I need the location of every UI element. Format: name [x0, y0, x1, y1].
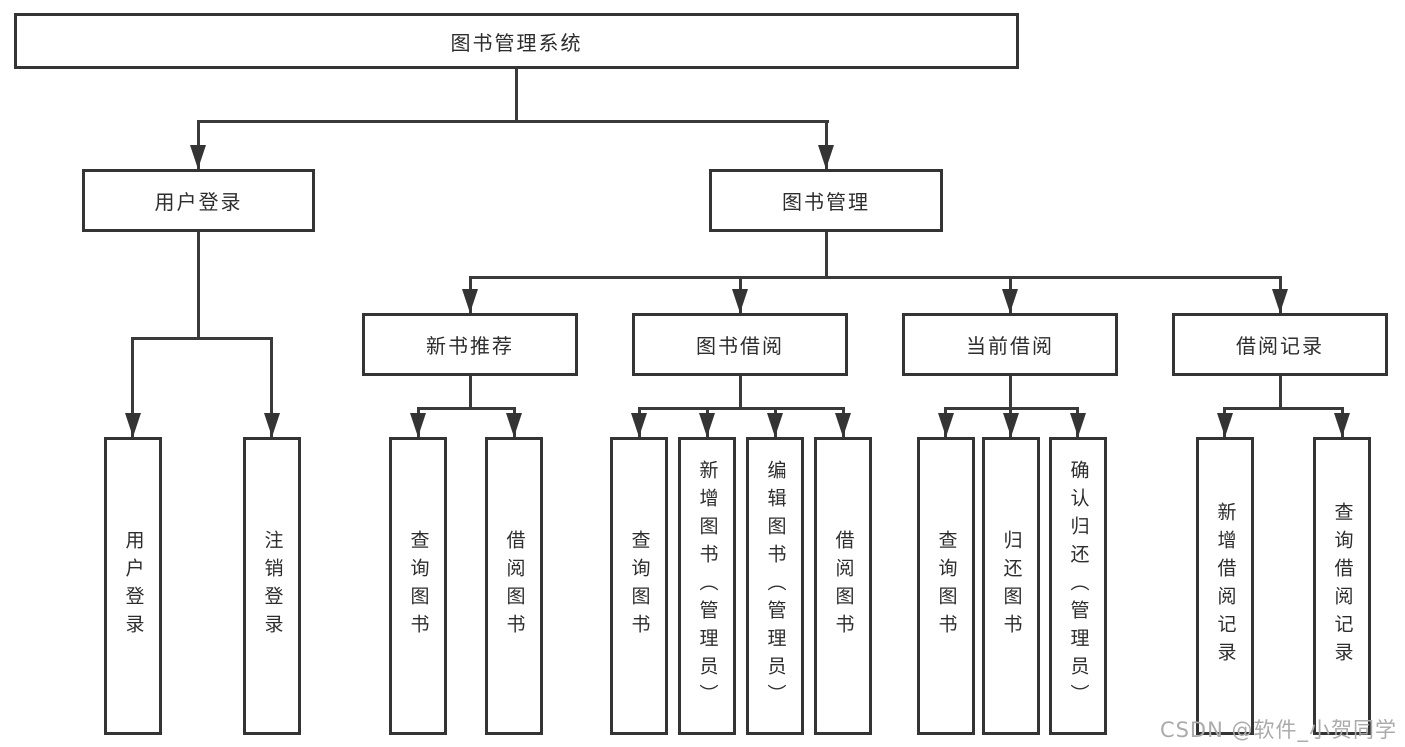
connector-stub-leaf-user-login	[131, 337, 134, 437]
arrow-down-icon	[1070, 413, 1086, 437]
connector-root-drop	[515, 69, 518, 122]
connector-current-borrow-drop	[1009, 376, 1012, 407]
node-current-borrow: 当前借阅	[902, 313, 1118, 376]
node-current-borrow-label: 当前借阅	[966, 334, 1054, 358]
leaf-logout-label: 注销登录	[261, 530, 284, 642]
leaf-confirm-return-admin: 确认归还（管理员）	[1049, 437, 1107, 735]
leaf-add-book-admin-label: 新增图书（管理员）	[696, 460, 719, 712]
connector-stub-user-login	[197, 120, 200, 169]
leaf-query-borrow-record: 查询借阅记录	[1313, 437, 1371, 735]
leaf-query-books-newrec-label: 查询图书	[407, 530, 430, 642]
leaf-confirm-return-admin-label: 确认归还（管理员）	[1067, 460, 1090, 712]
leaf-borrow-books-borrow: 借阅图书	[814, 437, 872, 735]
arrow-down-icon	[190, 145, 206, 169]
arrow-down-icon	[818, 145, 834, 169]
leaf-borrow-books-borrow-label: 借阅图书	[832, 530, 855, 642]
node-borrow-records: 借阅记录	[1172, 313, 1388, 376]
node-user-login: 用户登录	[82, 169, 315, 232]
leaf-query-books-borrow: 查询图书	[610, 437, 668, 735]
arrow-down-icon	[699, 413, 715, 437]
leaf-query-books-current-label: 查询图书	[935, 530, 958, 642]
arrow-down-icon	[631, 413, 647, 437]
node-borrow-records-label: 借阅记录	[1236, 334, 1324, 358]
connector-book-mgmt-drop	[825, 232, 828, 276]
leaf-borrow-books-newrec: 借阅图书	[485, 437, 543, 735]
node-book-mgmt: 图书管理	[709, 169, 943, 232]
watermark-text: CSDN @软件_小贺同学	[1159, 718, 1397, 742]
leaf-user-login: 用户登录	[104, 437, 162, 735]
connector-user-login-drop	[197, 232, 200, 337]
node-root-label: 图书管理系统	[450, 30, 583, 55]
leaf-add-borrow-record-label: 新增借阅记录	[1214, 502, 1237, 670]
leaf-query-books-newrec: 查询图书	[389, 437, 447, 735]
leaf-query-borrow-record-label: 查询借阅记录	[1331, 502, 1354, 670]
node-new-book-rec: 新书推荐	[362, 313, 578, 376]
leaf-return-book: 归还图书	[982, 437, 1040, 735]
arrow-down-icon	[125, 413, 141, 437]
connector-stub-leaf-logout	[270, 337, 273, 437]
node-root: 图书管理系统	[14, 13, 1019, 69]
arrow-down-icon	[1272, 289, 1288, 313]
node-book-mgmt-label: 图书管理	[782, 190, 870, 214]
leaf-edit-book-admin-label: 编辑图书（管理员）	[764, 460, 787, 712]
leaf-add-book-admin: 新增图书（管理员）	[678, 437, 736, 735]
connector-borrow-records-drop	[1279, 376, 1282, 407]
arrow-down-icon	[732, 289, 748, 313]
connector-book-borrow-branch	[638, 407, 845, 410]
connector-book-mgmt-branch	[469, 276, 1282, 279]
arrow-down-icon	[264, 413, 280, 437]
arrow-down-icon	[506, 413, 522, 437]
arrow-down-icon	[835, 413, 851, 437]
arrow-down-icon	[1002, 289, 1018, 313]
connector-new-book-drop	[469, 376, 472, 407]
connector-book-borrow-drop	[739, 376, 742, 407]
leaf-query-books-current: 查询图书	[917, 437, 975, 735]
arrow-down-icon	[410, 413, 426, 437]
arrow-down-icon	[1217, 413, 1233, 437]
leaf-return-book-label: 归还图书	[1000, 530, 1023, 642]
leaf-query-books-borrow-label: 查询图书	[628, 530, 651, 642]
node-book-borrow: 图书借阅	[632, 313, 848, 376]
arrow-down-icon	[938, 413, 954, 437]
connector-borrow-records-branch	[1223, 407, 1343, 410]
arrow-down-icon	[462, 289, 478, 313]
connector-stub-book-mgmt	[825, 120, 828, 169]
arrow-down-icon	[767, 413, 783, 437]
leaf-add-borrow-record: 新增借阅记录	[1196, 437, 1254, 735]
node-new-book-rec-label: 新书推荐	[426, 334, 514, 358]
connector-user-login-branch	[131, 337, 273, 340]
node-book-borrow-label: 图书借阅	[696, 334, 784, 358]
arrow-down-icon	[1334, 413, 1350, 437]
leaf-edit-book-admin: 编辑图书（管理员）	[746, 437, 804, 735]
leaf-logout: 注销登录	[243, 437, 301, 735]
node-user-login-label: 用户登录	[154, 190, 243, 214]
leaf-user-login-label: 用户登录	[122, 530, 145, 642]
leaf-borrow-books-newrec-label: 借阅图书	[503, 530, 526, 642]
connector-root-branch	[197, 120, 829, 123]
arrow-down-icon	[1003, 413, 1019, 437]
connector-new-book-branch	[417, 407, 516, 410]
